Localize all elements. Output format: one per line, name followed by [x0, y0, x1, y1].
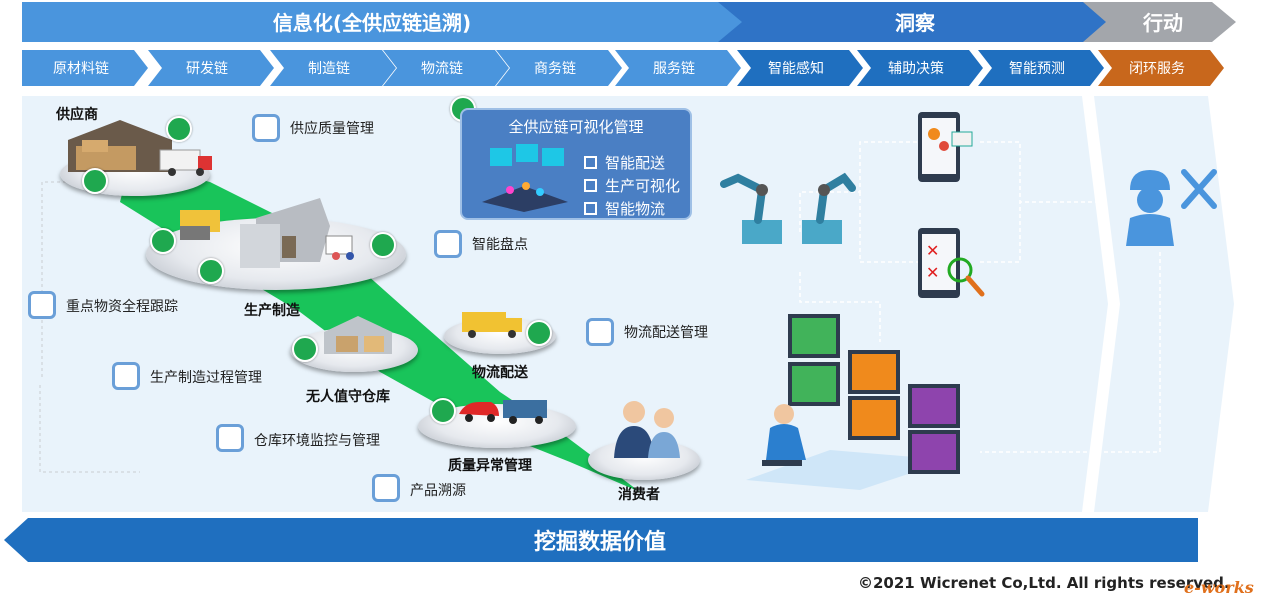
- chain-rnd: 研发链: [186, 61, 228, 77]
- chain-commerce: 商务链: [534, 61, 576, 77]
- header-informatization: 信息化(全供应链追溯): [272, 10, 472, 35]
- node-quality: 质量异常管理: [448, 458, 532, 474]
- tow-truck-icon: [459, 400, 547, 424]
- chain-chevron: [978, 50, 1104, 86]
- chain-service: 服务链: [653, 61, 695, 77]
- check-icon: [150, 228, 176, 254]
- node-warehouse: 无人值守仓库: [306, 389, 390, 405]
- svg-text:✕: ✕: [926, 263, 939, 282]
- visual-item: 智能配送: [605, 154, 666, 172]
- check-icon: [526, 320, 552, 346]
- check-icon: [198, 258, 224, 284]
- visual-item: 智能物流: [605, 200, 666, 218]
- eworks-logo: e-works: [1184, 578, 1254, 597]
- node-logistics: 物流配送: [472, 365, 528, 381]
- bullet-square: [584, 156, 597, 169]
- rfid-icon: [372, 474, 400, 502]
- check-icon: [166, 116, 192, 142]
- feature-traceability: 产品溯源: [410, 483, 466, 499]
- chain-manufacturing: 制造链: [308, 61, 350, 77]
- chain-chevron: [383, 50, 509, 86]
- chain-smart-sensing: 智能感知: [768, 61, 824, 77]
- feature-supply-quality: 供应质量管理: [290, 121, 374, 137]
- chain-chevron: [857, 50, 983, 86]
- feature-tracking: 重点物资全程跟踪: [66, 299, 178, 315]
- delivery-truck-icon: [462, 312, 522, 338]
- rfid-icon: [434, 230, 462, 258]
- copyright: ©2021 Wicrenet Co,Ltd. All rights reserv…: [858, 574, 1230, 592]
- header-arrows: [22, 2, 1236, 86]
- rfid-icon: [586, 318, 614, 346]
- chain-closed-loop: 闭环服务: [1129, 61, 1185, 77]
- visual-box-title: 全供应链可视化管理: [508, 118, 644, 136]
- consumer-people-icon: [614, 401, 680, 458]
- feature-env-monitor: 仓库环境监控与管理: [254, 433, 380, 449]
- header-insight: 洞察: [895, 10, 935, 35]
- engineer-tools-icon: [1126, 169, 1217, 246]
- visual-management-box: 全供应链可视化管理 智能配送 生产可视化 智能物流: [460, 108, 692, 220]
- tablet-analytics-icon: [918, 112, 973, 182]
- control-room-icon: [482, 144, 568, 212]
- bullet-square: [584, 179, 597, 192]
- rfid-icon: [216, 424, 244, 452]
- chain-chevron: [1098, 50, 1224, 86]
- chain-chevron: [615, 50, 741, 86]
- rfid-icon: [112, 362, 140, 390]
- bottom-banner: 挖掘数据价值: [533, 530, 666, 555]
- check-icon: [430, 398, 456, 424]
- bullet-square: [584, 202, 597, 215]
- feature-process-mgmt: 生产制造过程管理: [150, 370, 262, 386]
- factory-icon: [180, 198, 354, 268]
- bottom-banner-shape: [4, 518, 1198, 562]
- feature-logistics-mgmt: 物流配送管理: [624, 325, 708, 341]
- rfid-icon: [252, 114, 280, 142]
- feature-smart-inventory: 智能盘点: [472, 237, 528, 253]
- chain-chevron: [270, 50, 396, 86]
- check-icon: [82, 168, 108, 194]
- chain-raw-material: 原材料链: [53, 61, 109, 77]
- warehouse-building-icon: [324, 316, 392, 354]
- chain-chevron: [737, 50, 863, 86]
- check-icon: [370, 232, 396, 258]
- chain-chevron: [148, 50, 274, 86]
- tablet-diagnose-icon: ✕ ✕: [918, 228, 985, 298]
- chain-logistics: 物流链: [421, 61, 463, 77]
- analyst-dashboard-icon: [746, 314, 960, 490]
- rfid-icon: [28, 291, 56, 319]
- node-production: 生产制造: [244, 303, 300, 319]
- chain-chevron: [22, 50, 148, 86]
- chain-smart-prediction: 智能预测: [1009, 61, 1065, 77]
- robot-arm-icon: [720, 172, 856, 244]
- warehouse-truck-icon: [68, 120, 212, 176]
- svg-text:✕: ✕: [926, 241, 939, 260]
- node-consumer: 消费者: [618, 487, 660, 503]
- chain-chevron: [496, 50, 622, 86]
- node-supplier: 供应商: [56, 107, 98, 123]
- visual-item: 生产可视化: [605, 177, 681, 195]
- check-icon: [292, 336, 318, 362]
- chain-decision-support: 辅助决策: [888, 61, 944, 77]
- header-action: 行动: [1143, 10, 1183, 35]
